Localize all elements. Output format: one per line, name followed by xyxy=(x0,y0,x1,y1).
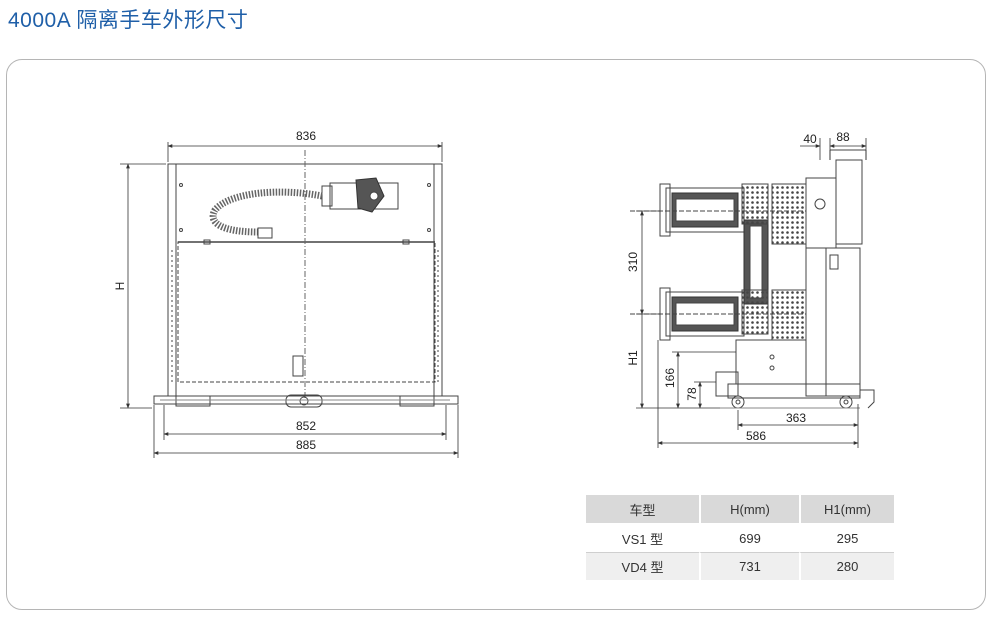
dim-h-label: H xyxy=(113,282,127,291)
dim-310-label: 310 xyxy=(626,252,640,272)
side-view-dimensions xyxy=(636,138,867,448)
side-lower-insulator-b xyxy=(771,289,807,341)
cell-h: 699 xyxy=(699,525,799,553)
header-h: H(mm) xyxy=(699,495,799,525)
dim-88-label: 88 xyxy=(836,130,850,144)
front-flexible-cable xyxy=(209,188,323,236)
dim-836-label: 836 xyxy=(296,129,316,143)
spec-table-header: 车型 H(mm) H1(mm) xyxy=(586,495,894,525)
table-row: VD4 型 731 280 xyxy=(586,553,894,580)
side-lower-insulator-a xyxy=(741,289,769,335)
page-title: 4000A 隔离手车外形尺寸 xyxy=(8,9,249,32)
side-upper-insulator-a xyxy=(741,183,769,225)
side-mechanism-box xyxy=(735,339,807,385)
dim-40-label: 40 xyxy=(803,132,817,146)
drawing-frame xyxy=(6,59,986,610)
cell-h1: 295 xyxy=(799,525,894,553)
header-h1: H1(mm) xyxy=(799,495,894,525)
header-model: 车型 xyxy=(586,495,699,525)
side-chassis xyxy=(727,383,861,399)
dim-586-label: 586 xyxy=(746,429,766,443)
side-panel-upper xyxy=(805,177,837,249)
spec-table: 车型 H(mm) H1(mm) VS1 型 699 295 VD4 型 731 … xyxy=(586,495,894,580)
side-panel-lower xyxy=(805,247,861,397)
dim-h1-label: H1 xyxy=(626,350,640,366)
dim-363-label: 363 xyxy=(786,411,806,425)
cell-model: VS1 型 xyxy=(586,525,699,553)
side-view xyxy=(630,149,875,409)
front-view-dimensions xyxy=(120,142,459,458)
front-lower-box xyxy=(177,241,436,383)
front-view xyxy=(153,150,459,408)
dim-852-label: 852 xyxy=(296,419,316,433)
side-upper-insulator-b xyxy=(771,183,807,245)
dim-78-label: 78 xyxy=(685,387,699,401)
dim-166-label: 166 xyxy=(663,368,677,388)
dim-885-label: 885 xyxy=(296,438,316,452)
cell-model: VD4 型 xyxy=(586,553,699,580)
front-chassis-base xyxy=(153,395,459,405)
table-row: VS1 型 699 295 xyxy=(586,525,894,553)
cell-h: 731 xyxy=(699,553,799,580)
cell-h1: 280 xyxy=(799,553,894,580)
